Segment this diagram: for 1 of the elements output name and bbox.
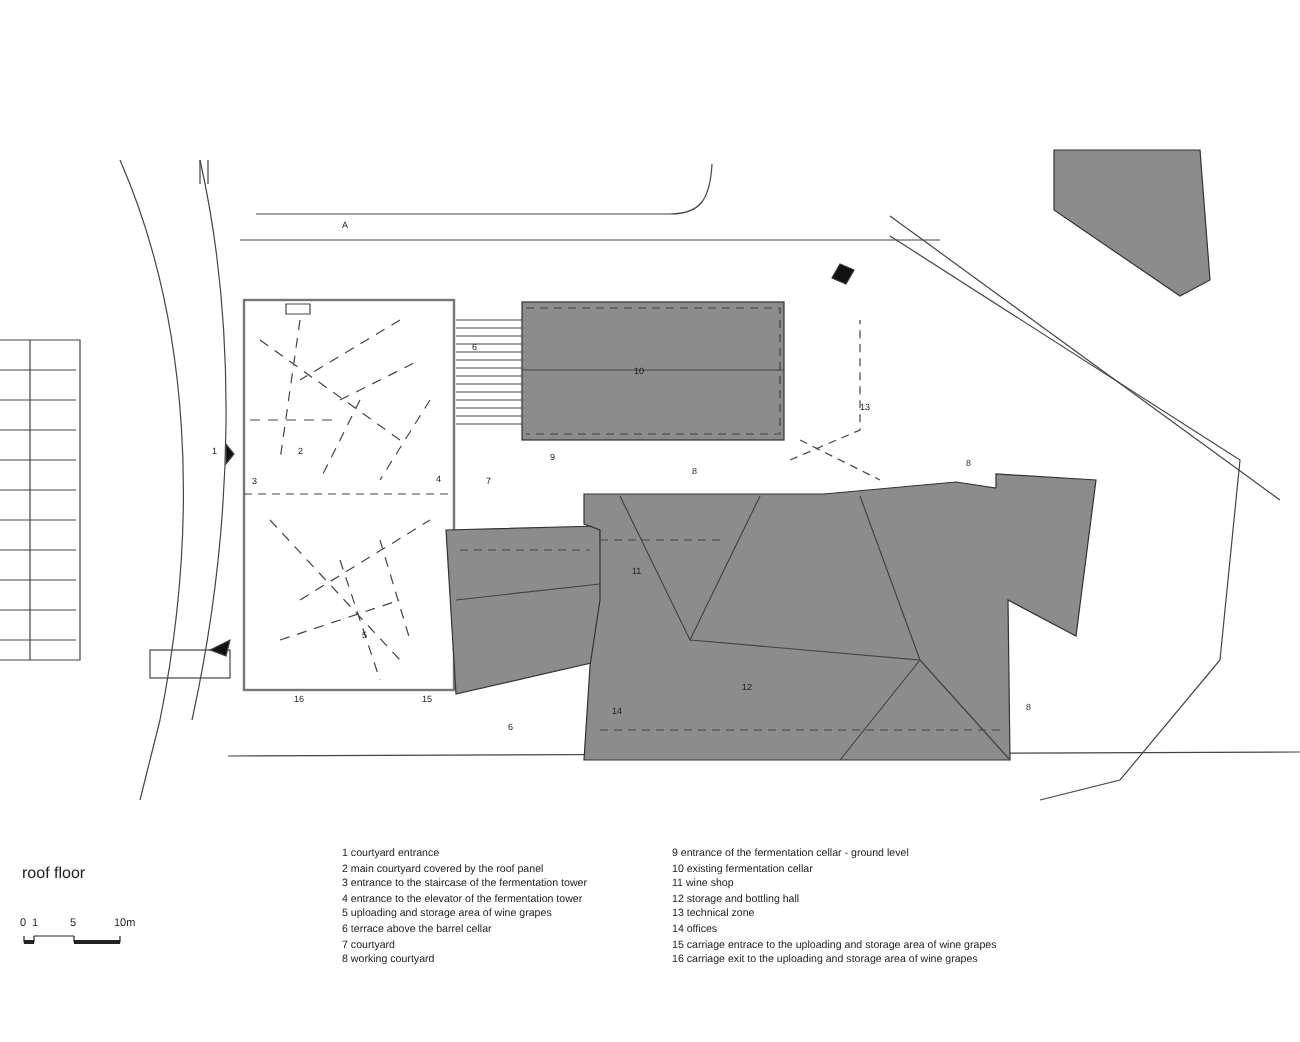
plan-title: roof floor xyxy=(22,866,86,882)
